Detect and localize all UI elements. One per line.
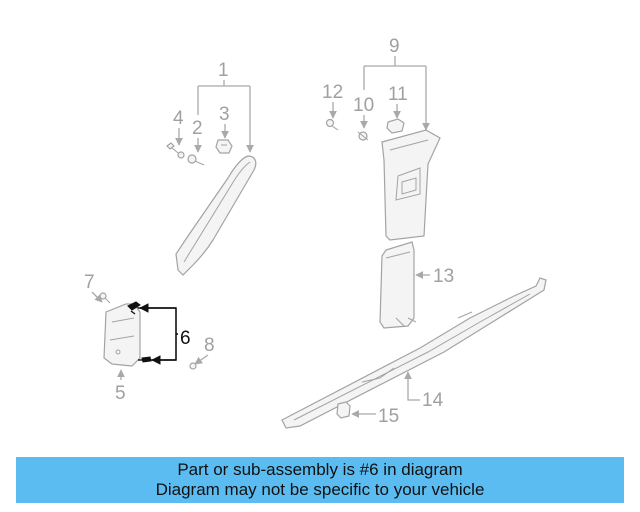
screw-12	[325, 118, 339, 131]
callout-7[interactable]: 7	[84, 272, 95, 293]
callout-15[interactable]: 15	[378, 406, 399, 427]
clip-8	[189, 362, 197, 370]
b-pillar-lower-trim	[379, 241, 417, 329]
callout-1[interactable]: 1	[218, 60, 229, 81]
clip-3	[215, 139, 233, 154]
callout-12[interactable]: 12	[322, 82, 343, 103]
caption-banner: Part or sub-assembly is #6 in diagram Di…	[16, 457, 624, 503]
b-pillar-upper-trim	[381, 129, 441, 241]
callout-6[interactable]: 6	[180, 328, 191, 349]
callout-group-1-4: 1 4 2 3	[173, 60, 254, 153]
callout-group-5-8: 7 6 8 5	[84, 272, 215, 404]
callout-group-9-13: 9 12 10 11 13	[322, 36, 454, 287]
clip-6-upper	[127, 301, 141, 315]
callout-11[interactable]: 11	[388, 84, 408, 105]
callout-14[interactable]: 14	[422, 390, 444, 411]
callout-5[interactable]: 5	[115, 383, 126, 404]
callout-9[interactable]: 9	[389, 36, 400, 57]
callout-13[interactable]: 13	[433, 266, 454, 287]
caption-line-part-number: Part or sub-assembly is #6 in diagram	[177, 460, 463, 479]
callout-8[interactable]: 8	[204, 335, 215, 356]
callout-2[interactable]: 2	[192, 118, 203, 139]
callout-group-14-15: 14 15	[351, 371, 444, 427]
callout-4[interactable]: 4	[173, 108, 184, 129]
fastener-4	[166, 142, 185, 159]
clip-6-lower	[138, 356, 152, 363]
callout-10[interactable]: 10	[353, 95, 374, 116]
caption-line-disclaimer: Diagram may not be specific to your vehi…	[155, 480, 485, 499]
clip-11	[386, 118, 405, 134]
bolt-10	[357, 131, 369, 141]
screw-7	[99, 292, 111, 304]
a-pillar-trim	[175, 155, 257, 276]
kick-panel	[103, 303, 141, 367]
scuff-plate	[281, 277, 547, 429]
bolt-2	[187, 154, 205, 166]
callout-3[interactable]: 3	[219, 104, 230, 125]
parts-diagram: 1 4 2 3 7 6 8 5	[84, 36, 547, 429]
clip-15	[336, 401, 351, 419]
